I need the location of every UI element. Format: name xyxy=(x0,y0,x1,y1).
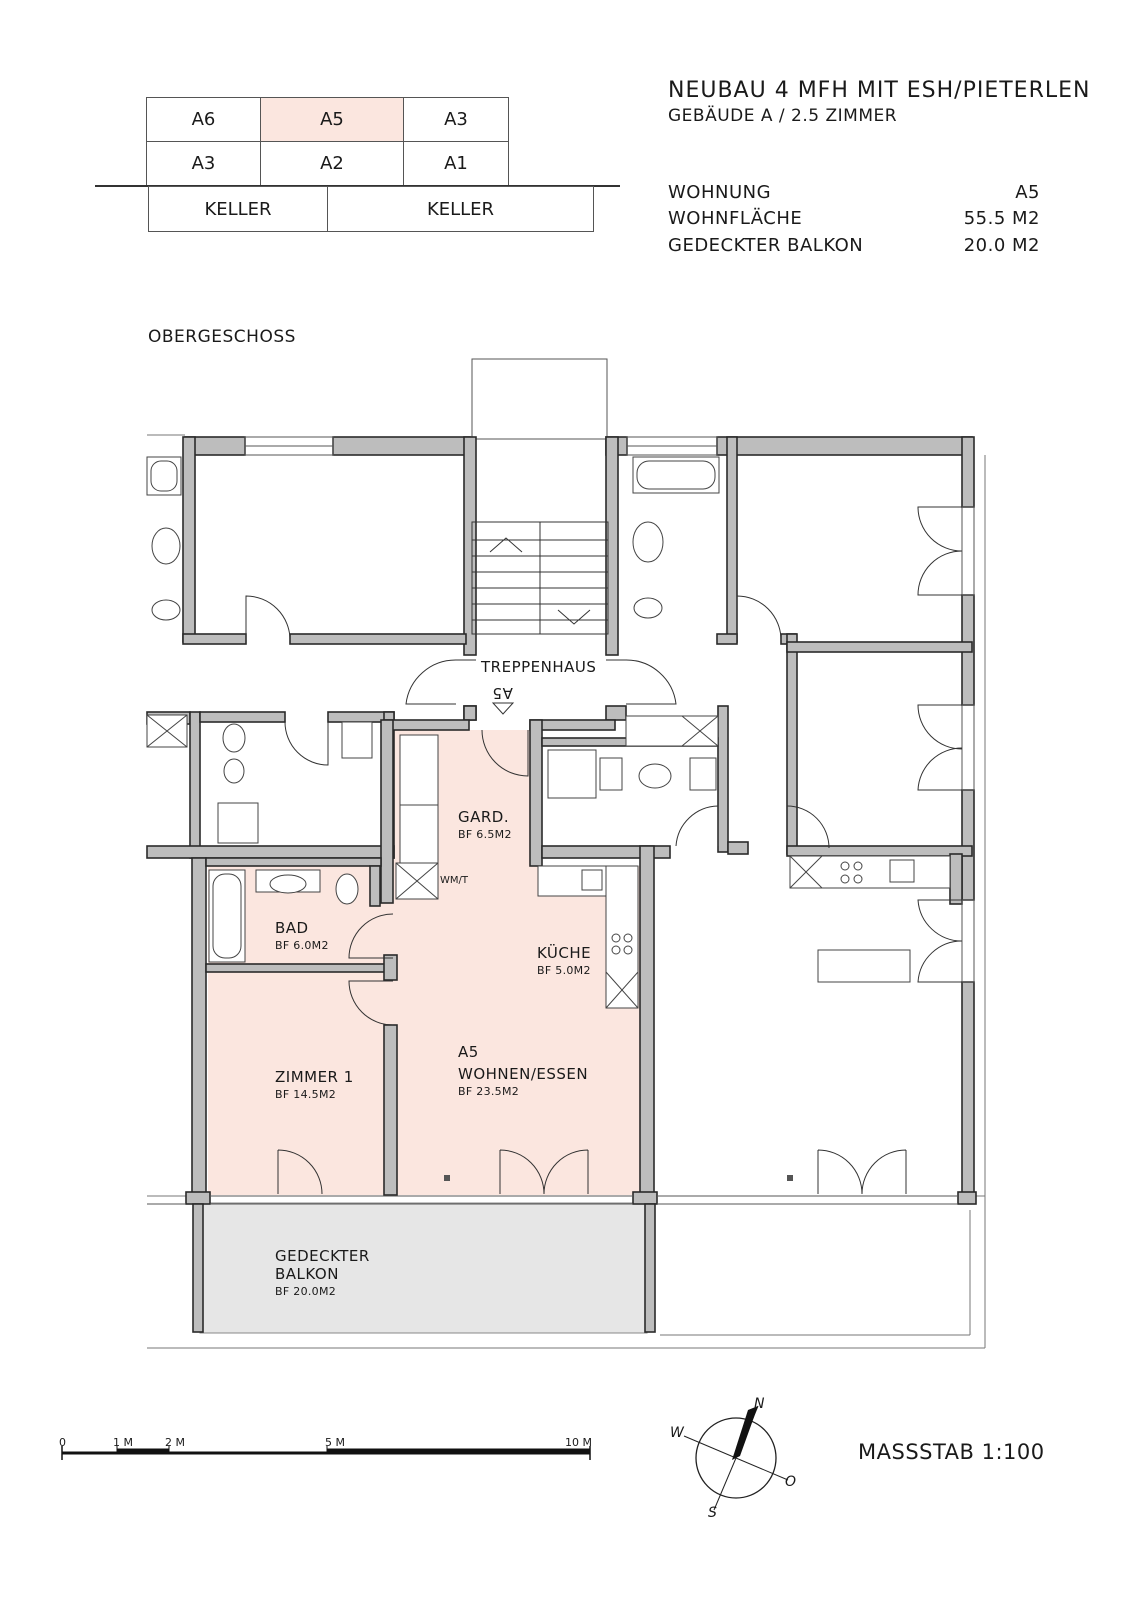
room-balkon-name1: GEDECKTER xyxy=(275,1247,370,1265)
room-wohnen: A5 WOHNEN/ESSEN BF 23.5M2 xyxy=(458,1043,588,1101)
stairs xyxy=(471,521,609,715)
info-value-balkon: 20.0 M2 xyxy=(963,235,1040,256)
unit-key-keller-left: KELLER xyxy=(148,186,328,232)
compass-north: N xyxy=(754,1396,765,1412)
project-title: NEUBAU 4 MFH MIT ESH/PIETERLEN xyxy=(668,78,1091,103)
room-bad-name: BAD xyxy=(275,919,309,937)
room-wohnen-name: WOHNEN/ESSEN xyxy=(458,1065,589,1083)
walls xyxy=(146,436,977,1333)
scale-ratio: MASSSTAB 1:100 xyxy=(858,1440,1045,1464)
scale-label-1m: 1 M xyxy=(113,1436,133,1449)
room-wohnen-area: BF 23.5M2 xyxy=(458,1085,520,1098)
info-label-wohnung: WOHNUNG xyxy=(668,182,772,203)
room-gard: GARD. BF 6.5M2 xyxy=(458,808,512,844)
unit-key-a2: A2 xyxy=(260,141,404,186)
compass xyxy=(683,1405,789,1511)
fixtures xyxy=(146,456,951,1009)
room-balkon-name2: BALKON xyxy=(275,1265,339,1283)
scale-label-2m: 2 M xyxy=(165,1436,185,1449)
room-kueche-area: BF 5.0M2 xyxy=(537,964,591,977)
windows xyxy=(147,436,975,1205)
project-subtitle: GEBÄUDE A / 2.5 ZIMMER xyxy=(668,106,898,126)
ground-line xyxy=(95,185,620,187)
info-label-wohnflaeche: WOHNFLÄCHE xyxy=(668,208,803,229)
compass-south: S xyxy=(708,1505,717,1521)
scale-bar xyxy=(61,1446,591,1460)
unit-key-a3-top: A3 xyxy=(403,97,509,142)
posts xyxy=(444,1175,793,1181)
scale-label-0: 0 xyxy=(59,1436,66,1449)
wmt-label: WM/T xyxy=(440,875,468,886)
room-bad: BAD BF 6.0M2 xyxy=(275,919,329,955)
info-value-wohnung: A5 xyxy=(1015,182,1040,203)
room-kueche: KÜCHE BF 5.0M2 xyxy=(537,944,591,980)
scale-label-10m: 10 M xyxy=(565,1436,592,1449)
room-gard-area: BF 6.5M2 xyxy=(458,828,512,841)
room-zimmer1: ZIMMER 1 BF 14.5M2 xyxy=(275,1068,354,1104)
unit-key-a6: A6 xyxy=(146,97,261,142)
compass-east: O xyxy=(785,1474,797,1490)
floor-label: OBERGESCHOSS xyxy=(148,327,296,347)
scale-label-5m: 5 M xyxy=(325,1436,345,1449)
doors xyxy=(245,506,963,1195)
room-label-treppenhaus: TREPPENHAUS xyxy=(481,658,597,676)
unit-key-a1: A1 xyxy=(403,141,509,186)
stair-mark-a5: A5 xyxy=(492,684,513,702)
unit-key-keller-right: KELLER xyxy=(327,186,594,232)
room-kueche-name: KÜCHE xyxy=(537,944,592,962)
roof-projection xyxy=(471,358,608,440)
room-zimmer1-area: BF 14.5M2 xyxy=(275,1088,337,1101)
compass-west: W xyxy=(670,1425,684,1441)
balcony-area xyxy=(199,1202,648,1334)
room-wohnen-unit: A5 xyxy=(458,1043,479,1061)
room-balkon: GEDECKTER BALKON BF 20.0M2 xyxy=(275,1247,370,1301)
room-bad-area: BF 6.0M2 xyxy=(275,939,329,952)
room-gard-name: GARD. xyxy=(458,808,510,826)
room-zimmer1-name: ZIMMER 1 xyxy=(275,1068,354,1086)
info-value-wohnflaeche: 55.5 M2 xyxy=(963,208,1040,229)
info-label-balkon: GEDECKTER BALKON xyxy=(668,235,864,256)
room-balkon-area: BF 20.0M2 xyxy=(275,1285,337,1298)
